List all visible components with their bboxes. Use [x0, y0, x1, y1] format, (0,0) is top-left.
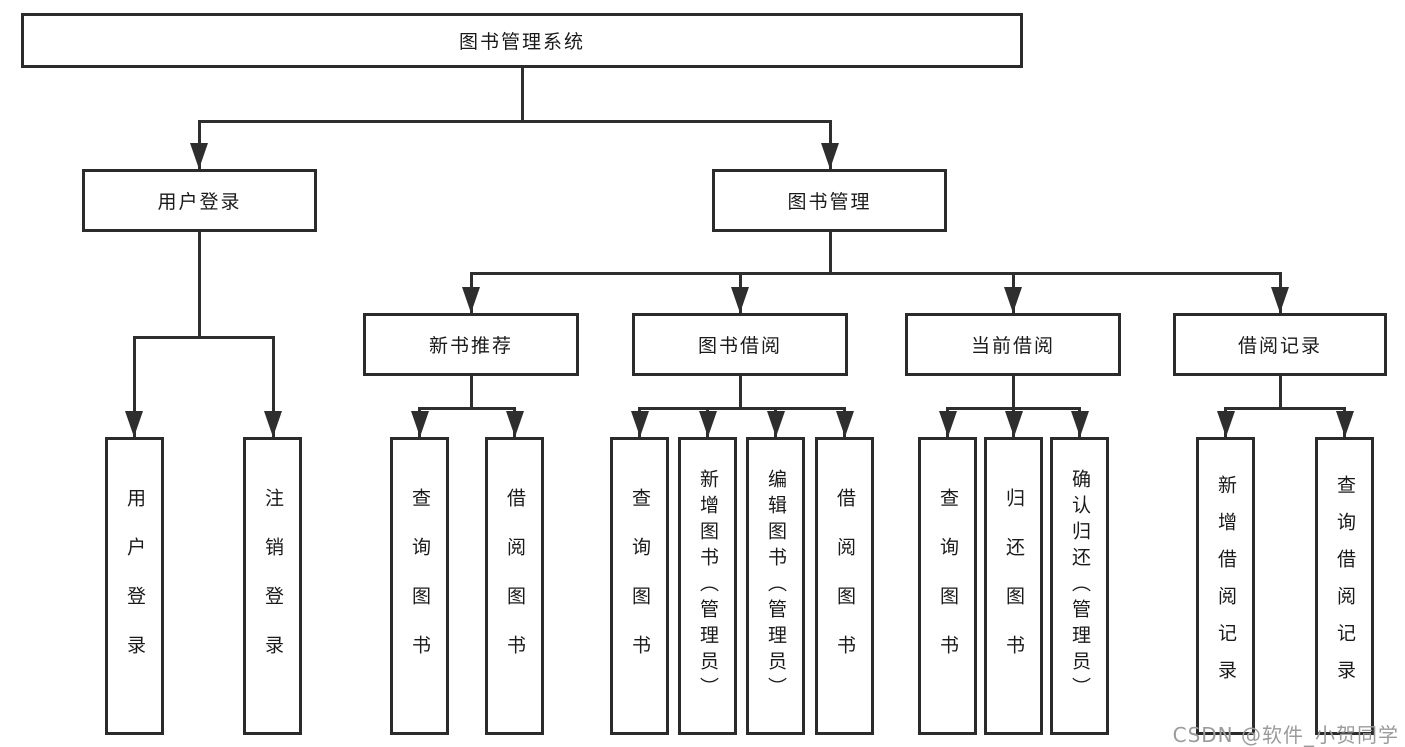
leaf-label: 借阅图书	[834, 488, 856, 684]
leaf-label: 查询图书	[629, 488, 651, 684]
leaf-label: 借阅图书	[504, 488, 526, 684]
connector-level3-bar	[469, 272, 1282, 275]
arrowhead-down-icon	[1004, 287, 1022, 313]
leaf-label: 确认归还（管理员）	[1069, 469, 1091, 703]
leaf-query-books-2: 查询图书	[610, 437, 669, 735]
arrowhead-down-icon	[821, 143, 839, 169]
leaf-label: 归还图书	[1003, 488, 1025, 684]
leaf-query-borrow-record: 查询借阅记录	[1315, 437, 1374, 735]
node-borrow-records: 借阅记录	[1173, 313, 1387, 376]
node-borrow-records-label: 借阅记录	[1237, 335, 1322, 357]
leaf-confirm-return-admin: 确认归还（管理员）	[1050, 437, 1109, 735]
arrowhead-down-icon	[938, 411, 957, 437]
node-root-label: 图书管理系统	[458, 31, 585, 53]
leaf-logout: 注销登录	[243, 437, 302, 735]
leaf-add-books-admin: 新增图书（管理员）	[678, 437, 737, 735]
leaf-return-books: 归还图书	[984, 437, 1043, 735]
arrowhead-down-icon	[630, 411, 649, 437]
leaf-label: 查询图书	[937, 488, 959, 684]
leaf-edit-books-admin: 编辑图书（管理员）	[746, 437, 805, 735]
arrowhead-down-icon	[1004, 411, 1023, 437]
leaf-label: 新增图书（管理员）	[697, 469, 719, 703]
connector-level2-bar	[197, 120, 832, 123]
node-current-borrow-label: 当前借阅	[970, 335, 1055, 357]
node-current-borrow: 当前借阅	[905, 313, 1121, 376]
leaf-label: 新增借阅记录	[1215, 475, 1237, 697]
connector-stem	[1011, 376, 1015, 407]
arrowhead-down-icon	[462, 287, 480, 313]
leaf-query-books-1: 查询图书	[390, 437, 449, 735]
connector-group-bar	[1224, 407, 1346, 410]
connector-to-leaf	[132, 336, 136, 437]
arrowhead-down-icon	[1271, 287, 1289, 313]
node-book-borrow-label: 图书借阅	[697, 335, 782, 357]
node-user-login-label: 用户登录	[157, 191, 242, 213]
arrowhead-down-icon	[1216, 411, 1235, 437]
connector-book-management-stem	[828, 232, 832, 272]
connector-root-stem	[520, 68, 524, 120]
leaf-user-login: 用户登录	[105, 437, 164, 735]
node-new-book-recommend: 新书推荐	[363, 313, 579, 376]
connector-user-login-stem	[197, 232, 201, 336]
leaf-label: 用户登录	[124, 488, 146, 684]
leaf-borrow-books-2: 借阅图书	[815, 437, 874, 735]
connector-stem	[1278, 376, 1282, 407]
arrowhead-down-icon	[505, 411, 524, 437]
arrowhead-down-icon	[1070, 411, 1089, 437]
arrowhead-down-icon	[731, 287, 749, 313]
node-user-login: 用户登录	[82, 169, 317, 232]
connector-to-leaf	[271, 336, 275, 437]
leaf-label: 查询借阅记录	[1334, 475, 1356, 697]
leaf-label: 编辑图书（管理员）	[765, 469, 787, 703]
csdn-watermark: CSDN @软件_小贺同学	[1172, 723, 1399, 747]
arrowhead-down-icon	[766, 411, 785, 437]
node-book-management: 图书管理	[712, 169, 947, 232]
leaf-label: 查询图书	[409, 488, 431, 684]
connector-stem	[469, 376, 473, 407]
leaf-borrow-books-1: 借阅图书	[485, 437, 544, 735]
connector-group-bar	[638, 407, 846, 410]
connector-group-bar	[418, 407, 516, 410]
leaf-add-borrow-record: 新增借阅记录	[1196, 437, 1255, 735]
node-root: 图书管理系统	[21, 13, 1023, 68]
arrowhead-down-icon	[698, 411, 717, 437]
node-book-borrow: 图书借阅	[632, 313, 848, 376]
node-new-book-recommend-label: 新书推荐	[428, 335, 513, 357]
node-book-management-label: 图书管理	[787, 191, 872, 213]
arrowhead-down-icon	[264, 411, 282, 437]
arrowhead-down-icon	[1335, 411, 1354, 437]
leaf-query-books-3: 查询图书	[918, 437, 977, 735]
arrowhead-down-icon	[190, 143, 208, 169]
connector-stem	[738, 376, 742, 407]
leaf-label: 注销登录	[262, 488, 284, 684]
arrowhead-down-icon	[410, 411, 429, 437]
arrowhead-down-icon	[125, 411, 143, 437]
connector-user-login-bar	[132, 336, 275, 339]
arrowhead-down-icon	[835, 411, 854, 437]
